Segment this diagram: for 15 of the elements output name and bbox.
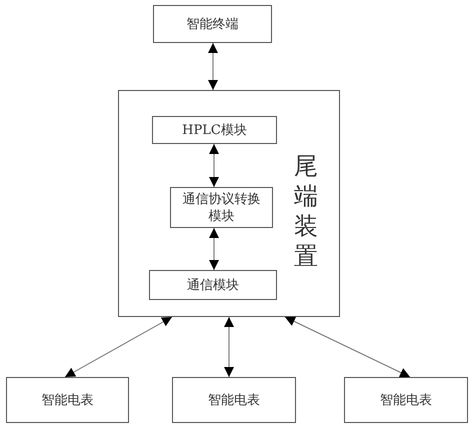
module-box: 智能终端 bbox=[153, 5, 272, 43]
module-box: 通信模块 bbox=[149, 270, 277, 300]
module-box: HPLC模块 bbox=[152, 116, 277, 144]
module-box: 智能电表 bbox=[172, 377, 296, 423]
module-box: 通信协议转换模块 bbox=[170, 187, 273, 228]
double-arrow bbox=[64, 316, 172, 378]
double-arrow bbox=[209, 228, 219, 270]
device-box bbox=[118, 90, 340, 317]
double-arrow bbox=[209, 144, 219, 188]
double-arrow bbox=[284, 316, 410, 378]
box-heading: 尾端装置 bbox=[293, 151, 319, 271]
module-box: 智能电表 bbox=[344, 377, 468, 423]
module-box: 智能电表 bbox=[6, 377, 129, 423]
double-arrow bbox=[208, 42, 218, 90]
double-arrow bbox=[224, 316, 234, 378]
